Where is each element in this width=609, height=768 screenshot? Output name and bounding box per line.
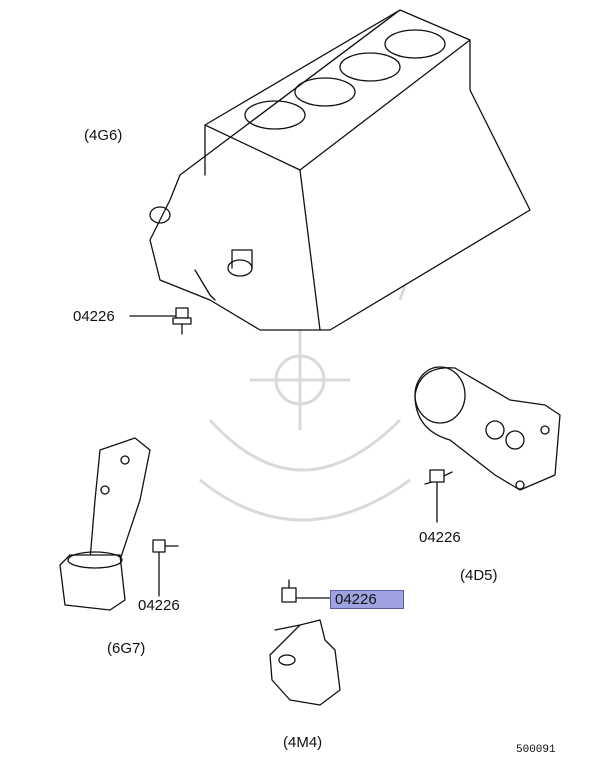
oil-filter-bracket-6g7: [59, 437, 151, 611]
pressure-switch-4m4: [281, 579, 331, 603]
pressure-switch-4d5: [424, 469, 453, 523]
catalog-code: 500091: [516, 744, 556, 756]
pressure-switch-6g7: [152, 539, 179, 597]
pressure-switch-4g6: [129, 307, 192, 335]
engine-label-4m4: (4M4): [283, 734, 323, 751]
engine-block-4g6: [149, 9, 531, 331]
part-callout-6g7[interactable]: 04226: [138, 597, 180, 614]
part-callout-4d5[interactable]: 04226: [419, 529, 461, 546]
oil-filter-assembly-4d5: [414, 366, 561, 491]
part-callout-4m4-highlighted[interactable]: 04226: [330, 590, 404, 609]
housing-4m4: [269, 619, 341, 706]
engine-label-6g7: (6G7): [107, 640, 146, 657]
engine-label-4d5: (4D5): [460, 567, 498, 584]
part-callout-4g6[interactable]: 04226: [73, 308, 115, 325]
engine-label-4g6: (4G6): [84, 127, 123, 144]
